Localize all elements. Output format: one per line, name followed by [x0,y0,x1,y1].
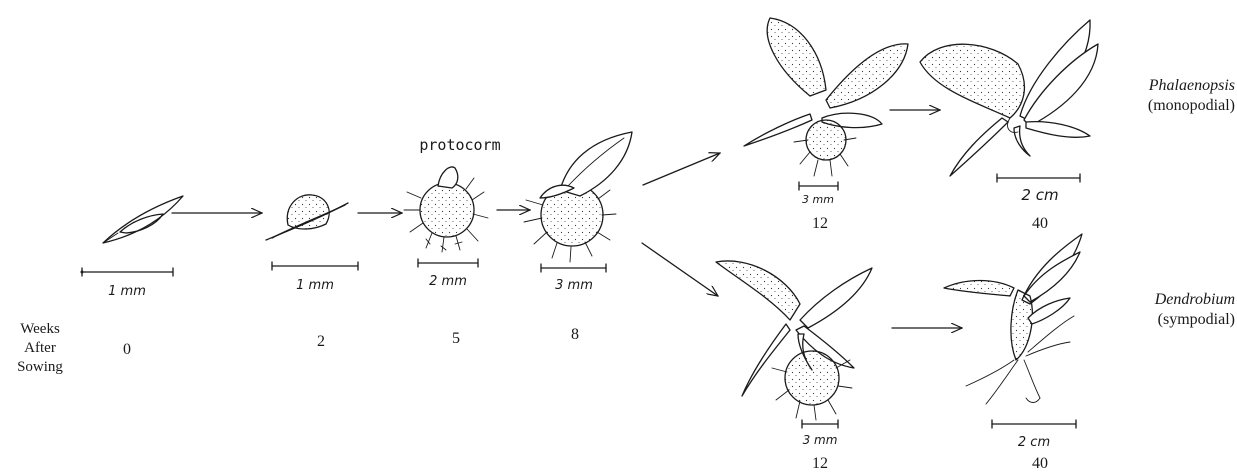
scale-label-week-8: 3 mm [555,278,593,293]
scale-label-dendrobium-week-12: 3 mm [803,433,838,447]
week-label-phalaenopsis-40: 40 [1032,215,1048,232]
week-label-dendrobium-40: 40 [1032,455,1048,472]
week-label-8: 8 [571,326,579,343]
week-label-dendrobium-12: 12 [812,455,828,472]
protocorm-illustration [404,167,488,252]
axis-label-line2: After [24,340,56,356]
phalaenopsis-week-40-illustration [920,20,1098,176]
stage-week-8: 3 mm 8 [524,132,632,343]
week-label-phalaenopsis-12: 12 [812,215,828,232]
arrow-to-phalaenopsis [643,153,720,185]
scale-bar-dendrobium-week-12: 3 mm [802,420,838,447]
dendrobium-week-40-illustration [944,234,1082,404]
scale-label-phalaenopsis-week-40: 2 cm [1021,186,1058,204]
stage-week-2: 1 mm 2 [266,195,358,350]
phalaenopsis-week-12-illustration [744,18,908,176]
seed-illustration [103,196,183,243]
scale-label-week-0: 1 mm [108,284,146,299]
scale-bar-phalaenopsis-week-40: 2 cm [997,174,1080,204]
week-label-2: 2 [317,333,325,350]
phalaenopsis-genus-label: Phalaenopsis [1148,77,1235,94]
scale-bar-week-8: 3 mm [541,264,606,293]
scale-label-dendrobium-week-40: 2 cm [1018,435,1050,450]
dendrobium-genus-label: Dendrobium [1154,291,1235,308]
dendrobium-branch: 3 mm 12 2 cm 40 Dendrobium (sympodial) [716,234,1235,472]
scale-bar-dendrobium-week-40: 2 cm [992,420,1076,450]
week-label-0: 0 [123,341,131,358]
seedling-week-8-illustration [524,132,632,262]
dendrobium-week-12-illustration [716,261,872,420]
scale-label-week-2: 1 mm [296,278,334,293]
scale-label-week-5: 2 mm [429,274,467,289]
axis-label-line3: Sowing [17,359,63,375]
phalaenopsis-branch: 3 mm 12 2 cm 40 Phalaenopsis (monopodial… [744,18,1235,232]
stage-week-0: 1 mm 0 [81,196,184,358]
stage-week-5: protocorm 2 mm 5 [404,136,501,347]
scale-bar-phalaenopsis-week-12: 3 mm [799,182,838,206]
phalaenopsis-type-label: (monopodial) [1148,97,1235,114]
swollen-embryo-illustration [266,195,348,240]
week-label-5: 5 [452,330,460,347]
dendrobium-type-label: (sympodial) [1158,311,1235,328]
weeks-after-sowing-label: Weeks After Sowing [17,321,63,375]
scale-bar-week-5: 2 mm [418,259,478,289]
scale-label-phalaenopsis-week-12: 3 mm [802,193,834,206]
axis-label-line1: Weeks [20,321,60,337]
protocorm-label: protocorm [419,136,500,154]
scale-bar-week-2: 1 mm [272,262,358,293]
scale-bar-week-0: 1 mm [81,268,174,299]
arrow-to-dendrobium [642,243,718,296]
